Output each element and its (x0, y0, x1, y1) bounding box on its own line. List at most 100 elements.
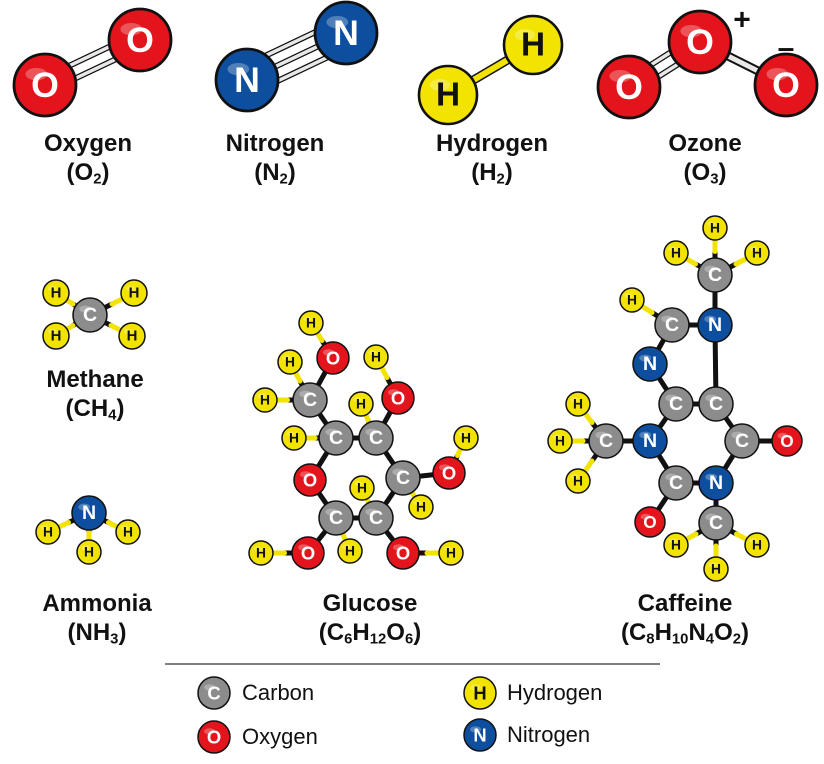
svg-text:C: C (329, 427, 343, 449)
hydrogen-atom: H (663, 240, 689, 266)
svg-text:H: H (357, 481, 367, 496)
hydrogen-atom: H (547, 428, 573, 454)
svg-text:H: H (345, 544, 355, 559)
caffeine-label: Caffeine (C8H10N4O2) (621, 590, 749, 649)
hydrogen-atom: H (565, 391, 591, 417)
svg-text:H: H (260, 393, 270, 408)
oxygen-atom: O (771, 425, 803, 457)
svg-text:O: O (31, 65, 59, 105)
svg-text:N: N (708, 314, 722, 336)
hydrogen-atom: H (120, 279, 148, 307)
svg-text:C: C (735, 430, 749, 452)
oxygen-atom: O (596, 54, 662, 120)
svg-text:H: H (289, 431, 299, 446)
carbon-atom: C (385, 460, 421, 496)
svg-text:H: H (43, 525, 53, 540)
hydrogen-atom: H (744, 240, 770, 266)
svg-text:H: H (84, 545, 94, 560)
svg-text:H: H (473, 683, 486, 704)
svg-text:C: C (329, 507, 343, 529)
caffeine-name: Caffeine (637, 590, 733, 617)
svg-text:H: H (671, 246, 681, 261)
svg-text:N: N (234, 60, 260, 100)
svg-text:H: H (127, 328, 138, 345)
svg-text:C: C (303, 389, 317, 411)
svg-text:C: C (369, 507, 383, 529)
svg-text:N: N (643, 430, 657, 452)
svg-text:H: H (256, 546, 266, 561)
ozone-label: Ozone (O3) (668, 130, 741, 189)
svg-text:O: O (207, 727, 221, 748)
svg-text:N: N (643, 353, 657, 375)
svg-text:H: H (306, 316, 316, 331)
ozone-plus-charge: + (733, 4, 751, 37)
hydrogen-atom: H (438, 540, 464, 566)
svg-text:H: H (573, 474, 583, 489)
oxygen-atom: O (386, 536, 420, 570)
carbon-atom: C (358, 420, 394, 456)
ozone-name: Ozone (668, 130, 742, 157)
ammonia-label: Ammonia (NH3) (42, 590, 151, 649)
oxygen-atom: O (753, 52, 819, 118)
svg-text:O: O (643, 512, 656, 532)
carbon-atom: C (318, 500, 354, 536)
svg-text:O: O (391, 388, 405, 409)
hydrogen-atom: H (42, 279, 70, 307)
oxygen-atom: O (12, 52, 78, 118)
legend-carbon-label: Carbon (242, 680, 315, 705)
carbon-atom: C (658, 465, 694, 501)
hydrogen-atom: H (363, 344, 389, 370)
nitrogen-atom: N (313, 0, 379, 66)
legend-nitrogen-icon: N (463, 718, 497, 752)
nitrogen-name: Nitrogen (225, 130, 325, 157)
legend-hydrogen-icon: H (463, 676, 497, 710)
legend-oxygen-label: Oxygen (242, 724, 318, 749)
hydrogen-atom: H (337, 538, 363, 564)
legend-nitrogen-label: Nitrogen (507, 722, 591, 747)
caffeine-formula: (C8H10N4O2) (620, 618, 750, 648)
hydrogen-atom: H (35, 519, 61, 545)
svg-text:C: C (669, 472, 683, 494)
nitrogen-atom: N (697, 307, 733, 343)
svg-text:H: H (710, 221, 720, 236)
svg-text:O: O (686, 22, 714, 62)
hydrogen-formula: (H2) (471, 158, 513, 188)
hydrogen-atom: H (252, 387, 278, 413)
methane-formula: (CH4) (65, 394, 125, 424)
hydrogen-atom: H (248, 540, 274, 566)
carbon-atom: C (724, 423, 760, 459)
legend-hydrogen-label: Hydrogen (507, 680, 603, 705)
hydrogen-atom: H (281, 425, 307, 451)
nitrogen-atom: N (71, 495, 107, 531)
oxygen-atom: O (293, 463, 327, 497)
carbon-atom: C (358, 500, 394, 536)
nitrogen-formula: (N2) (254, 158, 296, 188)
svg-text:H: H (752, 538, 762, 553)
hydrogen-atom: H (42, 322, 70, 350)
svg-text:H: H (51, 328, 62, 345)
svg-text:C: C (207, 683, 220, 704)
oxygen-atom: O (316, 341, 350, 375)
svg-text:O: O (303, 470, 317, 491)
carbon-atom: C (698, 505, 734, 541)
hydrogen-atom: H (348, 391, 374, 417)
hydrogen-atom: H (408, 494, 434, 520)
svg-text:H: H (671, 538, 681, 553)
hydrogen-atom: H (118, 322, 146, 350)
oxygen-formula: (O2) (66, 158, 110, 188)
svg-text:O: O (442, 463, 456, 484)
svg-text:H: H (356, 397, 366, 412)
svg-text:N: N (709, 472, 723, 494)
carbon-atom: C (658, 386, 694, 422)
svg-text:H: H (129, 285, 140, 302)
methane-label: Methane (CH4) (46, 366, 143, 425)
svg-text:H: H (627, 293, 637, 308)
hydrogen-atom: H (115, 519, 141, 545)
hydrogen-atom: H (744, 532, 770, 558)
hydrogen-atom: H (502, 14, 564, 76)
ammonia-formula: (NH3) (67, 618, 127, 648)
oxygen-atom: O (381, 381, 415, 415)
svg-text:H: H (573, 397, 583, 412)
hydrogen-atom: H (565, 468, 591, 494)
